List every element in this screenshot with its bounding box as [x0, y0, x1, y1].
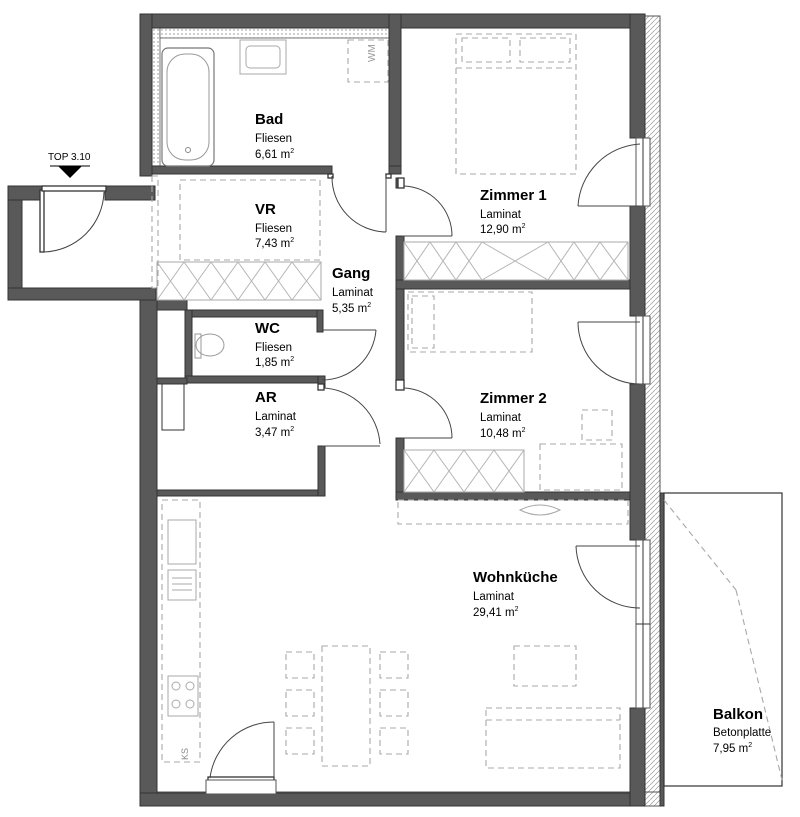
room-label-zimmer1: Zimmer 1 Laminat 12,90 m2 — [480, 187, 547, 236]
room-label-vr: VR Fliesen 7,43 m2 — [255, 201, 294, 250]
room-area: 7,43 m2 — [255, 237, 294, 250]
room-material: Laminat — [480, 412, 522, 424]
room-label-balkon: Balkon Betonplatte 7,95 m2 — [713, 706, 771, 755]
room-material: Laminat — [332, 287, 374, 299]
room-area: 5,35 m2 — [332, 302, 371, 315]
room-area: 10,48 m2 — [480, 427, 526, 440]
room-name: Balkon — [713, 706, 763, 723]
entrance-marker — [50, 165, 90, 178]
room-name: Wohnküche — [473, 569, 558, 586]
room-material: Fliesen — [255, 133, 292, 145]
room-label-zimmer2: Zimmer 2 Laminat 10,48 m2 — [480, 390, 547, 440]
windows — [635, 137, 651, 709]
room-name: Gang — [332, 265, 370, 282]
room-label-gang: Gang Laminat 5,35 m2 — [332, 265, 374, 315]
room-name: VR — [255, 201, 276, 218]
room-label-ar: AR Laminat 3,47 m2 — [255, 389, 297, 439]
room-name: AR — [255, 389, 277, 406]
wm-label: WM — [367, 44, 378, 62]
room-label-bad: Bad Fliesen 6,61 m2 — [255, 111, 294, 161]
room-name: Bad — [255, 111, 283, 128]
room-name: WC — [255, 320, 280, 337]
ks-label: KS — [180, 748, 190, 760]
room-area: 7,95 m2 — [713, 742, 752, 755]
room-name: Zimmer 1 — [480, 187, 547, 204]
room-material: Betonplatte — [713, 727, 771, 739]
room-material: Laminat — [255, 411, 297, 423]
room-material: Fliesen — [255, 342, 292, 354]
room-label-wohnkueche: Wohnküche Laminat 29,41 m2 — [473, 569, 558, 619]
room-name: Zimmer 2 — [480, 390, 547, 407]
room-area: 3,47 m2 — [255, 426, 294, 439]
room-material: Laminat — [480, 209, 522, 221]
balcony — [663, 492, 783, 787]
entrance-label: TOP 3.10 — [48, 152, 91, 163]
room-area: 29,41 m2 — [473, 606, 519, 619]
room-area: 12,90 m2 — [480, 223, 526, 236]
room-material: Fliesen — [255, 223, 292, 235]
room-label-wc: WC Fliesen 1,85 m2 — [255, 320, 294, 369]
insulation-bad-top — [159, 27, 391, 39]
doors — [39, 143, 641, 795]
room-area: 1,85 m2 — [255, 356, 294, 369]
room-material: Laminat — [473, 591, 515, 603]
outer-walls — [7, 13, 665, 807]
furniture — [151, 33, 629, 769]
room-area: 6,61 m2 — [255, 148, 294, 161]
